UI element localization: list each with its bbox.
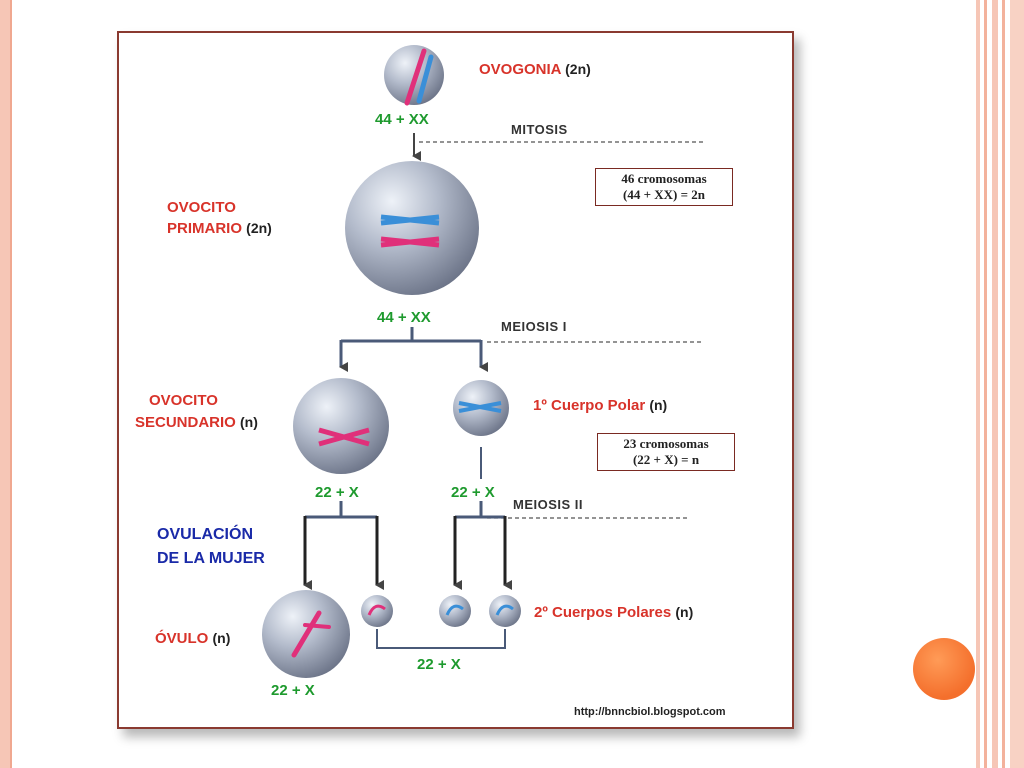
cuerpo-polar-2a-cell (361, 595, 393, 627)
cuerpo-polar-1-formula: 22 + X (451, 484, 495, 501)
ovogonia-formula: 44 + XX (375, 111, 429, 128)
cuerpo-polar-1-label: 1º Cuerpo Polar (n) (533, 397, 668, 414)
ovocito-secundario-label-line1: OVOCITO (149, 392, 218, 409)
cuerpos-polares-2-label: 2º Cuerpos Polares (n) (534, 604, 694, 621)
ovogonia-label: OVOGONIA (2n) (479, 61, 591, 78)
ovulacion-label-line1: OVULACIÓN (157, 526, 253, 543)
cuerpo-polar-2c-cell (489, 595, 521, 627)
mitosis-label: MITOSIS (511, 122, 568, 137)
diploid-info-line1: 46 cromosomas (621, 171, 707, 186)
ovocito-secundario-cell (293, 378, 389, 474)
haploid-info-line2: (22 + X) = n (632, 452, 700, 467)
ovocito-primario-cell (345, 161, 479, 295)
meiosis-2-label: MEIOSIS II (513, 497, 584, 512)
meiosis-1-label: MEIOSIS I (501, 319, 567, 334)
diagram-frame: OVOGONIA (2n) 44 + XX MITOSIS OVOCITO PR… (117, 31, 794, 729)
meiosis-2-branch-right (455, 501, 505, 519)
diploid-info-box: 46 cromosomas (44 + XX) = 2n (595, 168, 733, 206)
ovocito-primario-label-line1: OVOCITO (167, 199, 236, 216)
ovulo-formula: 22 + X (271, 682, 315, 699)
ovulo-label: ÓVULO (n) (155, 630, 231, 647)
ovulo-cell (262, 590, 350, 678)
haploid-info-box: 23 cromosomas (22 + X) = n (597, 433, 735, 471)
cuerpos-polares-2-formula: 22 + X (417, 656, 461, 673)
cuerpo-polar-2b-cell (439, 595, 471, 627)
polar-bodies-bracket (376, 629, 506, 649)
ovocito-primario-formula: 44 + XX (377, 309, 431, 326)
meiosis-1-branch (341, 327, 481, 343)
ovocito-primario-label-line2: PRIMARIO (2n) (167, 220, 272, 237)
cuerpo-polar-1-cell (453, 380, 509, 436)
haploid-info-line1: 23 cromosomas (623, 436, 709, 451)
ovocito-secundario-formula: 22 + X (315, 484, 359, 501)
slide-left-border (0, 0, 12, 768)
ovulacion-label-line2: DE LA MUJER (157, 550, 265, 567)
meiosis-2-branch-left (305, 501, 377, 519)
ovocito-secundario-label-line2: SECUNDARIO (n) (135, 414, 258, 431)
oogenesis-diagram (262, 45, 704, 678)
slide-right-decoration (974, 0, 1024, 768)
source-url: http://bnncbiol.blogspot.com (574, 706, 726, 718)
ovogonia-cell (384, 45, 444, 106)
diploid-info-line2: (44 + XX) = 2n (623, 187, 705, 202)
slide-orange-dot (913, 638, 975, 700)
